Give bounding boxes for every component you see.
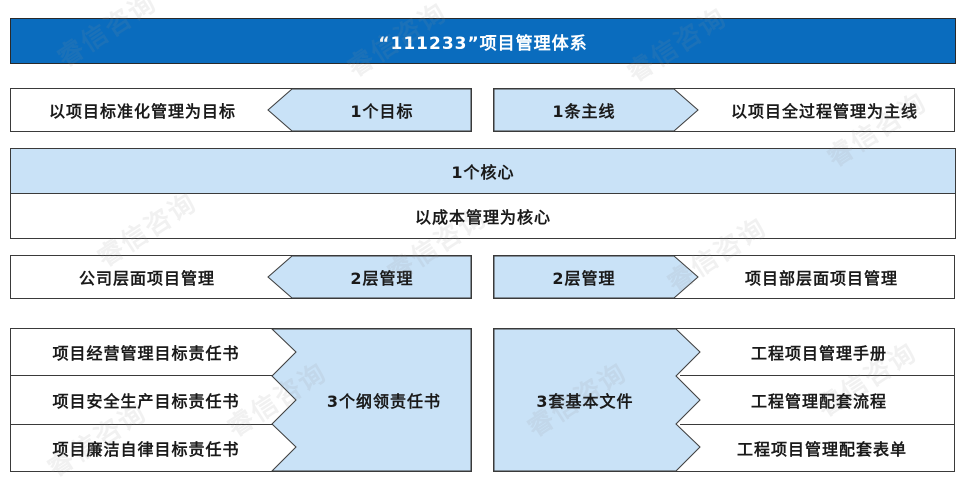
books-divider	[10, 424, 286, 425]
files-label: 3套基本文件	[536, 392, 634, 411]
company-level-text: 公司层面项目管理	[79, 269, 216, 288]
files-divider	[680, 375, 955, 376]
project-level-text: 项目部层面项目管理	[744, 269, 898, 288]
file-item: 工程项目管理配套表单	[736, 440, 907, 459]
mainline-description-text: 以项目全过程管理为主线	[730, 102, 918, 121]
goal-arrow-label: 1个目标	[350, 102, 414, 121]
diagram-title: “111233”项目管理体系	[10, 18, 956, 64]
books-label: 3个纲领责任书	[326, 392, 442, 411]
mainline-arrow-label: 1条主线	[552, 102, 616, 121]
two-level-right-label: 2层管理	[552, 269, 616, 288]
book-item: 项目廉洁自律目标责任书	[52, 440, 240, 459]
file-item: 工程项目管理手册	[750, 344, 887, 363]
files-divider	[680, 424, 955, 425]
file-item: 工程管理配套流程	[750, 392, 887, 411]
books-divider	[10, 375, 286, 376]
core-body: 以成本管理为核心	[10, 193, 956, 239]
book-item: 项目经营管理目标责任书	[52, 344, 240, 363]
book-item: 项目安全生产目标责任书	[52, 392, 240, 411]
goal-description-text: 以项目标准化管理为目标	[49, 102, 237, 121]
two-level-left-label: 2层管理	[350, 269, 414, 288]
